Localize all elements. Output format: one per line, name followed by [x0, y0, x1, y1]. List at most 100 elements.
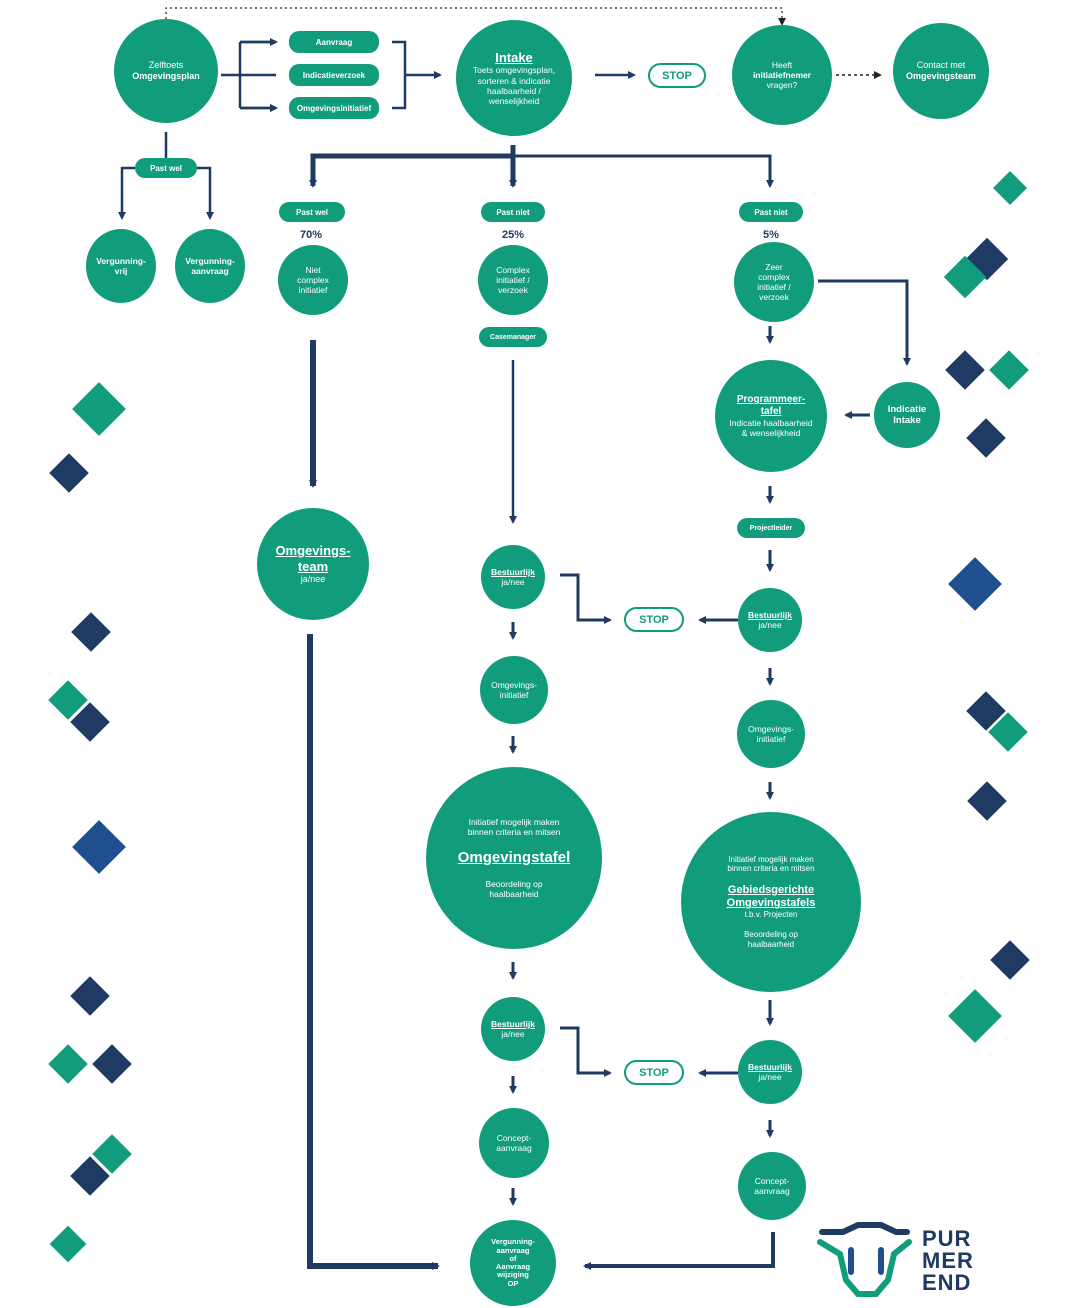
cow-head-icon	[817, 1222, 912, 1297]
tafel-line3: Beoordeling op	[485, 879, 543, 889]
intake-line1: Toets omgevingsplan,	[472, 65, 556, 76]
niet-complex-line1: Niet	[305, 264, 321, 275]
bestuurlijk-node-col3-1[interactable]: Bestuurlijk ja/nee	[738, 588, 802, 652]
contact-line1: Contact met	[916, 60, 966, 71]
concept3-line1: Concept-	[754, 1175, 790, 1186]
tafel-title: Omgevingstafel	[457, 849, 571, 866]
bestuurlijk2-sub: ja/nee	[501, 1029, 525, 1039]
gebied-line5: haalbaarheid	[747, 939, 795, 949]
heeft-line2: initiatiefnemer	[752, 69, 812, 80]
vrij-line2: vrij	[114, 266, 128, 276]
omgevingstafel-node[interactable]: Initiatief mogelijk maken binnen criteri…	[426, 767, 602, 949]
team-line2: team	[297, 558, 329, 574]
aanvraag-line2: aanvraag	[191, 266, 229, 276]
zeer-complex-node[interactable]: Zeer complex initiatief / verzoek	[734, 242, 814, 322]
vergunningvrij-node[interactable]: Vergunning- vrij	[86, 229, 156, 303]
tafel-line4: haalbaarheid	[489, 889, 539, 900]
conceptaanvraag-node-col3[interactable]: Concept- aanvraag	[738, 1152, 806, 1220]
team-line1: Omgevings-	[275, 543, 351, 558]
intake-line4: wenselijkheid	[488, 95, 540, 106]
final-line4: Aanvraag	[495, 1262, 531, 1271]
heeft-line3: vragen?	[766, 80, 798, 91]
final-line3: of	[509, 1253, 517, 1263]
gebied-line2: binnen criteria en mitsen	[727, 864, 815, 874]
zelftoets-node[interactable]: Zelftoets Omgevingsplan	[114, 19, 218, 123]
logo-line2: MER	[922, 1248, 974, 1273]
past-wel-pill-left[interactable]: Past wel	[135, 158, 197, 178]
intake-line2: sorteren & indicatie	[477, 75, 551, 86]
programmeer-line2: & wenselijkheid	[741, 428, 801, 438]
gebied-line3: t.b.v. Projecten	[744, 910, 798, 920]
tafel-line2: binnen criteria en mitsen	[467, 826, 561, 837]
initiatief-line2: initiatief	[499, 690, 529, 700]
arrows	[118, 7, 911, 1270]
vergunningaanvraag-node[interactable]: Vergunning- aanvraag	[175, 229, 245, 303]
bestuurlijk-node-col2-2[interactable]: Bestuurlijk ja/nee	[481, 997, 545, 1061]
gebied-line4: Beoordeling op	[744, 929, 798, 939]
logo-line3: END	[922, 1270, 972, 1295]
complex-initiatief-node[interactable]: Complex initiatief / verzoek	[478, 245, 548, 315]
bestuurlijk-node-col2-1[interactable]: Bestuurlijk ja/nee	[481, 545, 545, 609]
percentage-5: 5%	[763, 229, 779, 241]
complex-line3: verzoek	[498, 285, 528, 296]
gebiedsgerichte-omgevingstafels-node[interactable]: Initiatief mogelijk maken binnen criteri…	[681, 812, 861, 992]
gebied-title1: Gebiedsgerichte	[727, 884, 815, 897]
gebied-title2: Omgevingstafels	[726, 897, 816, 910]
heeft-line1: Heeft	[771, 59, 793, 70]
intake-node[interactable]: Intake Toets omgevingsplan, sorteren & i…	[456, 20, 572, 136]
concept-line1: Concept-	[496, 1132, 532, 1143]
stop-middle[interactable]: STOP	[624, 607, 684, 632]
zelftoets-line2: Omgevingsplan	[132, 71, 200, 81]
purmerend-logo: PUR MER END	[922, 1228, 974, 1294]
gebied-line1: Initiatief mogelijk maken	[728, 854, 814, 864]
zeer-line3: initiatief /	[757, 282, 791, 292]
omgevingsteam-node[interactable]: Omgevings- team ja/nee	[257, 508, 369, 620]
indicatie-line2: Intake	[893, 415, 921, 426]
programmeer-title2: tafel	[760, 405, 782, 417]
bestuurlijk3-sub: ja/nee	[758, 620, 782, 630]
logo-line1: PUR	[922, 1226, 972, 1251]
bestuurlijk-title: Bestuurlijk	[491, 566, 535, 577]
indicatie-line1: Indicatie	[887, 403, 927, 415]
bestuurlijk3-title: Bestuurlijk	[748, 609, 792, 620]
past-niet-pill-col2[interactable]: Past niet	[481, 202, 545, 222]
omgevingsinitiatief-node-col2[interactable]: Omgevings- initiatief	[480, 656, 548, 724]
concept3-line2: aanvraag	[754, 1186, 790, 1196]
final-line6: OP	[507, 1278, 519, 1288]
percentage-70: 70%	[299, 229, 323, 241]
conceptaanvraag-node-col2[interactable]: Concept- aanvraag	[479, 1108, 549, 1178]
projectleider-pill[interactable]: Projectleider	[737, 518, 805, 538]
final-line2: aanvraag	[496, 1245, 530, 1255]
complex-line2: initiatief /	[496, 274, 530, 285]
niet-complex-node[interactable]: Niet complex initiatief	[278, 245, 348, 315]
stop-top[interactable]: STOP	[648, 63, 706, 88]
vrij-line1: Vergunning-	[96, 255, 146, 266]
contact-omgevingsteam-node[interactable]: Contact met Omgevingsteam	[893, 23, 989, 119]
zelftoets-line1: Zelftoets	[148, 60, 184, 71]
vergunningaanvraag-final-node[interactable]: Vergunning- aanvraag of Aanvraag wijzigi…	[470, 1220, 556, 1306]
indicatie-intake-node[interactable]: Indicatie Intake	[874, 382, 940, 448]
heeft-vragen-node[interactable]: Heeft initiatiefnemer vragen?	[732, 25, 832, 125]
initiatief3-line1: Omgevings-	[748, 723, 794, 734]
percentage-25: 25%	[501, 229, 525, 241]
omgevingsinitiatief-node-col3[interactable]: Omgevings- initiatief	[737, 700, 805, 768]
aanvraag-line1: Vergunning-	[185, 255, 235, 266]
option-aanvraag[interactable]: Aanvraag	[289, 31, 379, 53]
option-omgevingsinitiatief[interactable]: Omgevingsinitiatief	[289, 97, 379, 119]
stop-lower[interactable]: STOP	[624, 1060, 684, 1085]
bestuurlijk-node-col3-2[interactable]: Bestuurlijk ja/nee	[738, 1040, 802, 1104]
initiatief-line1: Omgevings-	[491, 679, 537, 690]
zeer-line1: Zeer	[765, 261, 783, 272]
option-indicatieverzoek[interactable]: Indicatieverzoek	[289, 64, 379, 86]
zeer-line4: verzoek	[759, 292, 789, 303]
zeer-line2: complex	[758, 271, 790, 282]
past-niet-pill-col3[interactable]: Past niet	[739, 202, 803, 222]
past-wel-pill-col1[interactable]: Past wel	[279, 202, 345, 222]
intake-line3: haalbaarheid /	[487, 85, 541, 96]
initiatief3-line2: initiatief	[756, 734, 786, 744]
programmeertafel-node[interactable]: Programmeer- tafel Indicatie haalbaarhei…	[715, 360, 827, 472]
casemanager-pill[interactable]: Casemanager	[479, 327, 547, 347]
team-line3: ja/nee	[300, 574, 326, 585]
contact-line2: Omgevingsteam	[905, 71, 977, 81]
complex-line1: Complex	[496, 264, 530, 275]
